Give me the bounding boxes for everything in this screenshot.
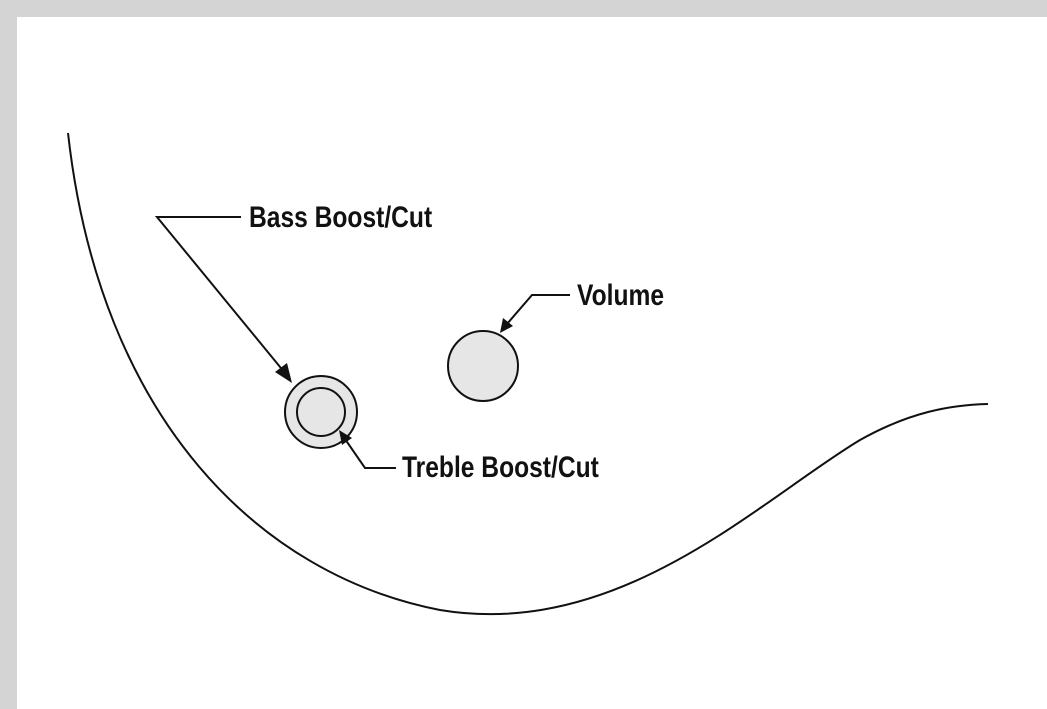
treble-leader — [344, 438, 396, 469]
bass-leader — [154, 216, 286, 374]
treble-boost-cut-label: Treble Boost/Cut — [402, 451, 599, 484]
bass-boost-cut-label: Bass Boost/Cut — [249, 201, 433, 234]
volume-knob — [447, 330, 519, 402]
volume-leader — [506, 294, 570, 325]
diagram-panel — [17, 17, 1047, 709]
treble-arrowhead — [339, 430, 352, 445]
volume-label: Volume — [577, 279, 665, 312]
body-outline — [67, 132, 989, 616]
treble-knob-inner — [296, 387, 346, 437]
volume-arrowhead — [500, 318, 513, 333]
bass-arrowhead — [275, 363, 292, 383]
